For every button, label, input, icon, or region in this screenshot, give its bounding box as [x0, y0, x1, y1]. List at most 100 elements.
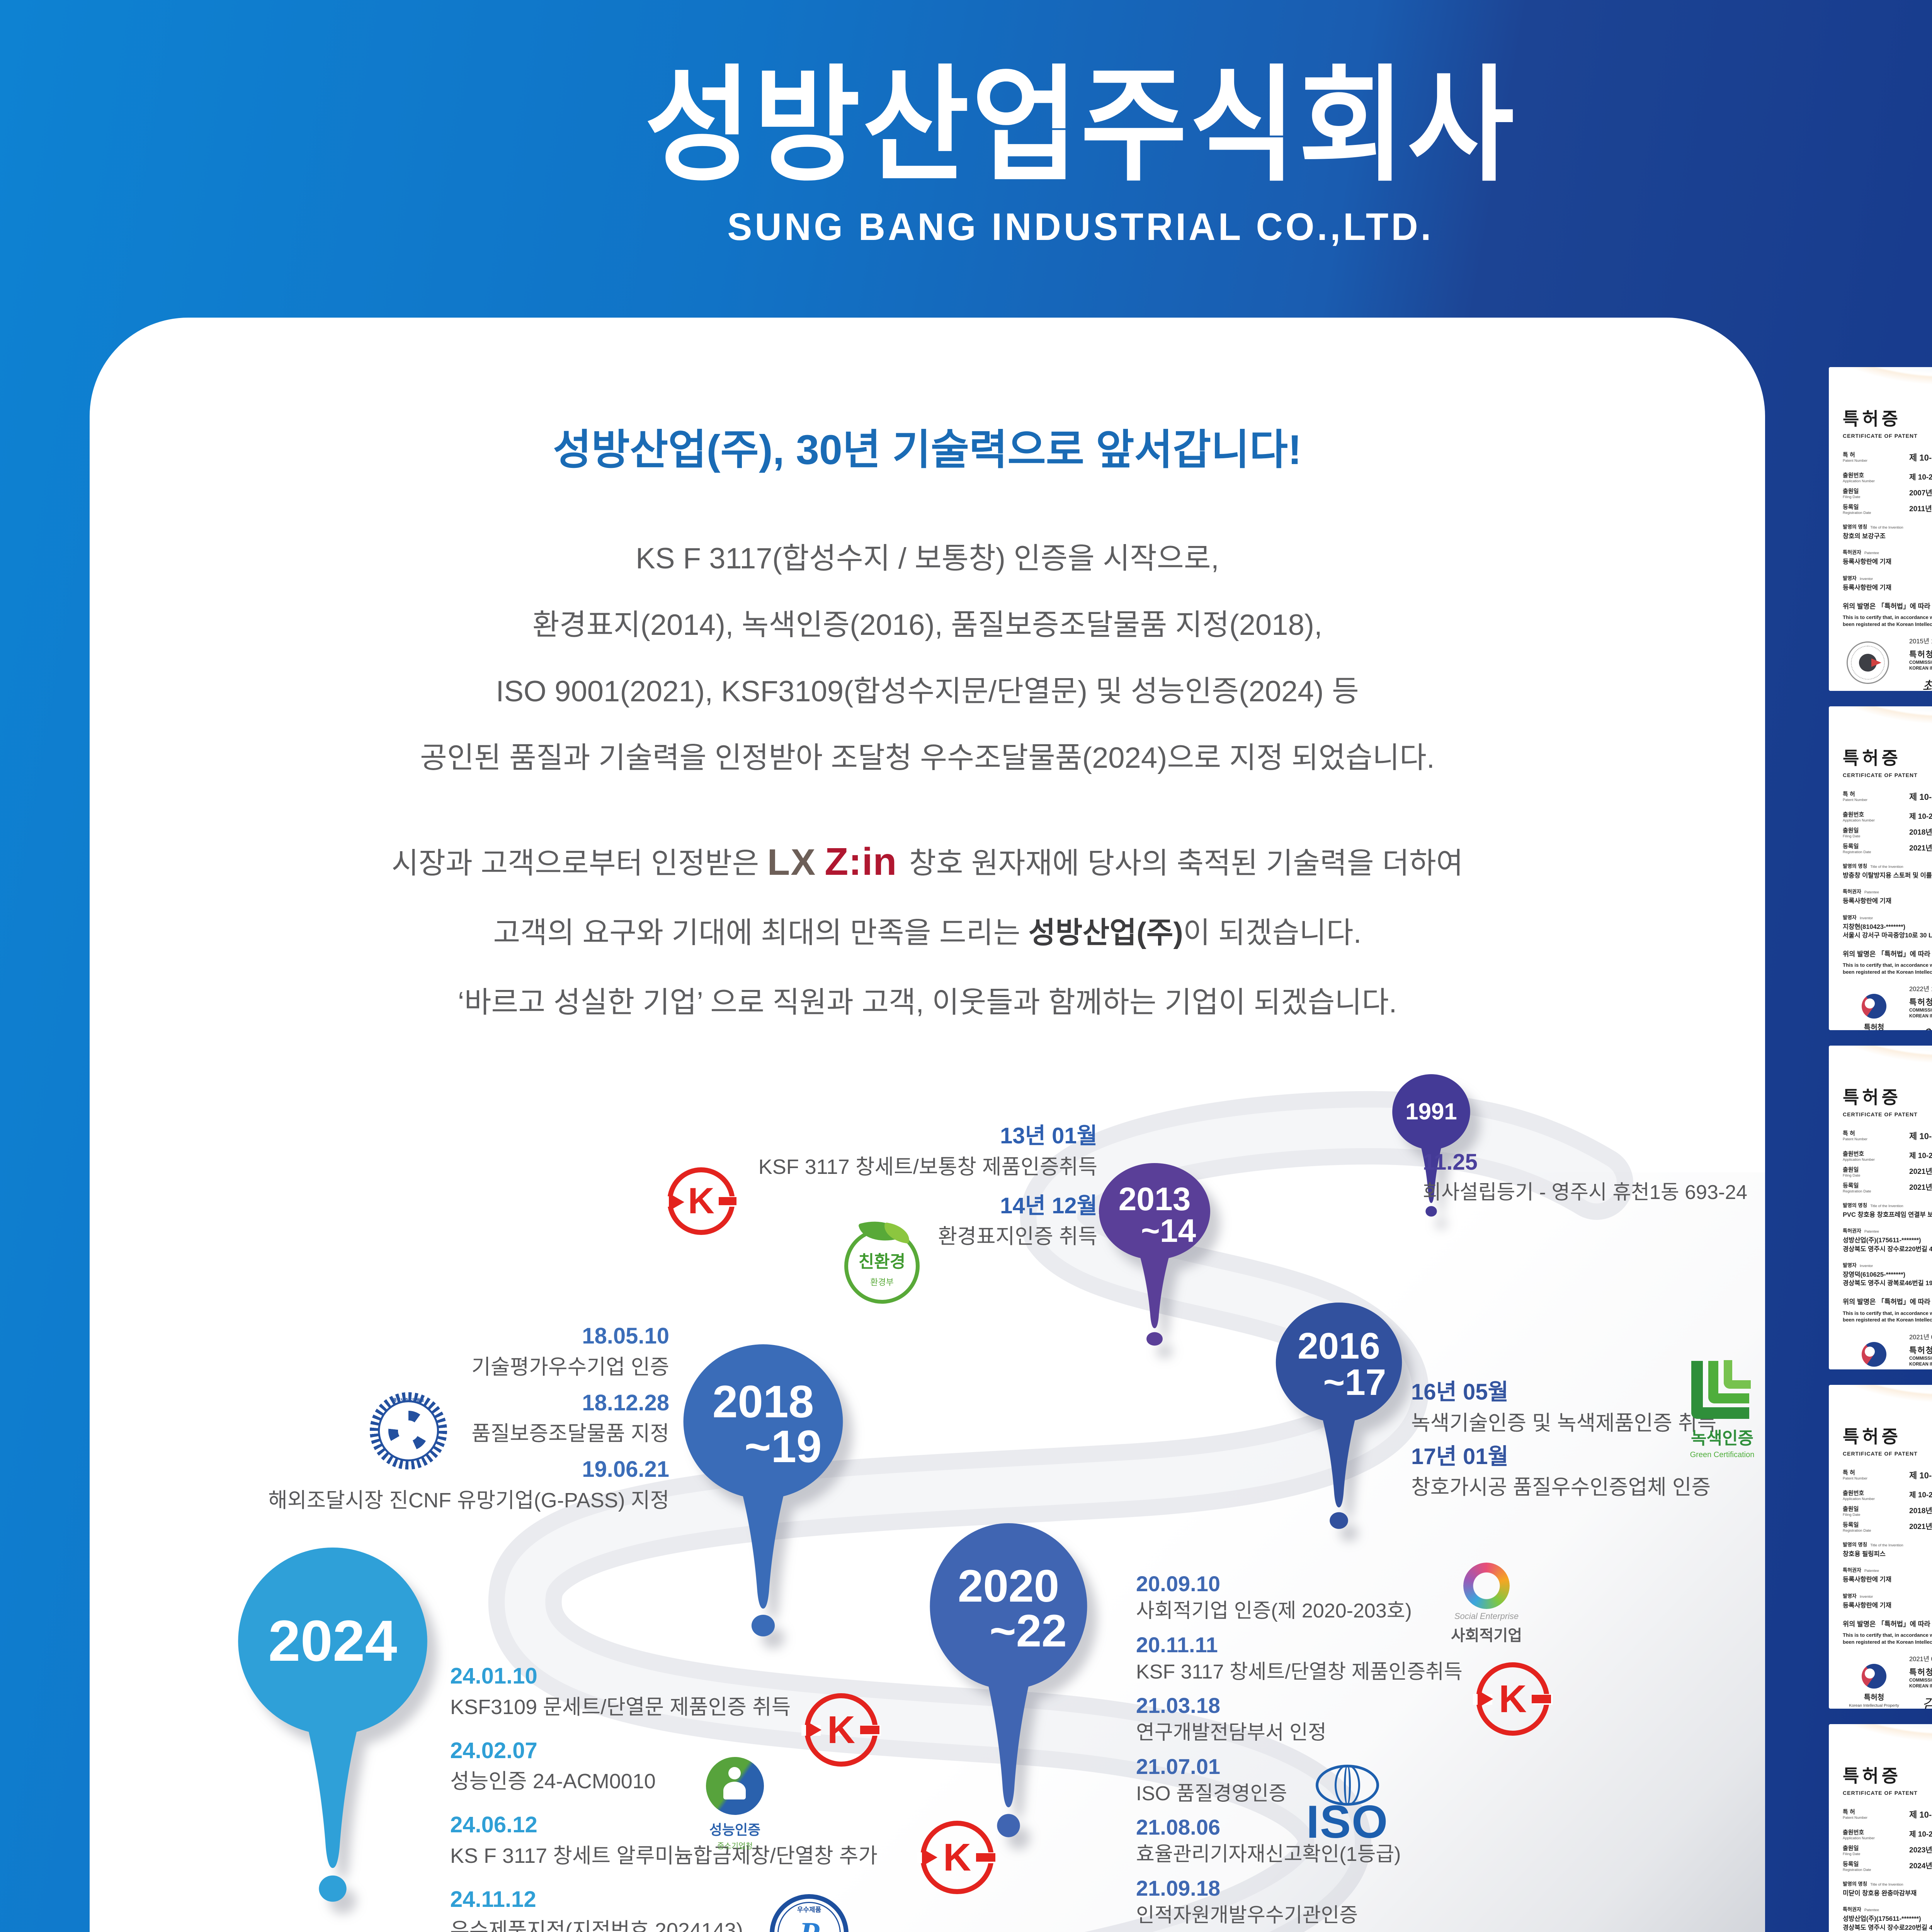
intro-p1-line1: KS F 3117(합성수지 / 보통창) 인증을 시작으로, — [636, 542, 1219, 575]
invention-title: PVC 창호용 창호프레임 연결부 보강시스템 — [1843, 1211, 1932, 1218]
inventor-value: 장영덕(610625-*******) 경상북도 영주시 광복로46번길 19,… — [1843, 1271, 1932, 1287]
entry-text: 녹색기술인증 및 녹색제품인증 취득 — [1411, 1411, 1717, 1435]
balloon-2020-22: 2020 ~22 — [927, 1523, 1090, 1855]
registration-date: 2021년 07월 30일 — [1909, 1523, 1932, 1531]
certificate-title: 특허증 — [1843, 748, 1901, 768]
kipo-taegeuk-icon — [1862, 1664, 1886, 1689]
kipo-emblem: 특허청 Korean Intellectual Property Office — [1845, 994, 1903, 1030]
certification-statement: 위의 발명은 「특허법」에 따라 특허원부에 등록되었음을 증명합니다. Thi… — [1843, 950, 1932, 975]
certificate-subtitle: CERTIFICATE OF PATENT — [1843, 1790, 1918, 1796]
certification-statement: 위의 발명은 「특허법」에 따라 특허등록원부에 등록되었음을 증명합니다. T… — [1843, 602, 1932, 627]
certificate-date: 2022년 12월 01일 — [1909, 986, 1932, 993]
iso-icon: ISO — [1289, 1765, 1405, 1845]
entry-date: 24.01.10 — [450, 1663, 537, 1689]
balloon-shape — [683, 1344, 843, 1636]
timeline-entry: 20.11.11 KSF 3117 창세트/단열창 제품인증취득 — [1136, 1631, 1716, 1685]
certificate-footer: 특허청 Korean Intellectual Property Office … — [1843, 636, 1932, 691]
balloon-shape — [1099, 1163, 1210, 1346]
timeline-entry: 21.03.18 연구개발전담부서 인정 — [1136, 1692, 1716, 1746]
intro-p1-line4: 공인된 품질과 기술력을 인정받아 조달청 우수조달물품(2024)으로 지정 … — [420, 742, 1435, 774]
kipo-taegeuk-icon — [1862, 994, 1886, 1019]
certification-statement: 위의 발명은 「특허법」에 따라 특허원부에 등록되었음을 증명합니다. Thi… — [1843, 1620, 1932, 1645]
entry-date: 21.07.01 — [1136, 1754, 1220, 1779]
entry-text: 기술평가우수기업 인증 — [471, 1355, 669, 1379]
certificate-title: 특허증 — [1843, 409, 1901, 429]
timeline-entry: 20.09.10 사회적기업 인증(제 2020-203호) — [1136, 1570, 1716, 1624]
commissioner-signature: 이 인 실 — [1922, 1023, 1932, 1030]
balloon-2013-14: 2013 ~14 — [1097, 1163, 1213, 1356]
commissioner-title-en: COMMISSIONER, KOREAN INTELLECTUAL PROPER… — [1909, 1356, 1932, 1367]
entry-date: 19.06.21 — [582, 1457, 669, 1482]
intro-paragraph-1: KS F 3117(합성수지 / 보통창) 인증을 시작으로, 환경표지(201… — [90, 526, 1765, 791]
commissioner-signature: 김 용 래 — [1922, 1693, 1932, 1709]
intro-p1-line2: 환경표지(2014), 녹색인증(2016), 품질보증조달물품 지정(2018… — [532, 609, 1323, 641]
patentee-value: 성방산업(주)(175611-*******) 경상북도 영주시 장수로220번… — [1843, 1237, 1932, 1253]
main-card: 성방산업(주), 30년 기술력으로 앞서갑니다! KS F 3117(합성수지… — [90, 318, 1765, 1932]
timeline-entry: 24.01.10 KSF3109 문세트/단열문 제품인증 취득 — [450, 1662, 1030, 1721]
milestone-2020-entries: 20.09.10 사회적기업 인증(제 2020-203호) 20.11.11 … — [1136, 1570, 1716, 1932]
balloon-2024: 2024 — [234, 1548, 431, 1922]
entry-text: KS F 3117 창세트 알루미늄합금제창/단열창 추가 — [450, 1844, 878, 1867]
kipo-round-seal-icon — [1847, 641, 1889, 684]
zin-logo: Z:in — [825, 840, 897, 883]
entry-date: 21.09.18 — [1136, 1876, 1220, 1900]
filing-date: 2023년 10월 12일 — [1909, 1846, 1932, 1854]
entry-text: ISO 품질경영인증 — [1136, 1782, 1287, 1805]
commissioner-title: 특허청장 — [1909, 998, 1932, 1007]
application-number: 제 10-2018-0019888 호 — [1909, 813, 1932, 821]
quality-assurance-seal-icon: 품질보증조달물품 — [370, 1392, 447, 1469]
entry-date: 17년 01월 — [1411, 1444, 1509, 1469]
lx-logo: LX — [767, 842, 816, 883]
balloon-shape — [930, 1523, 1087, 1837]
certificate-title: 특허증 — [1843, 1766, 1901, 1786]
milestone-2013-entries: 13년 01월 KSF 3117 창세트/보통창 제품인증취득 14년 12월 … — [634, 1122, 1097, 1262]
inventor-value: 등록사항란에 기재 — [1843, 1602, 1892, 1609]
ks-certification-icon: K — [665, 1167, 738, 1235]
timeline-entry: 18.05.10 기술평가우수기업 인증 — [144, 1322, 669, 1381]
certificate-date: 2021년 07월 30일 — [1909, 1656, 1932, 1663]
certificate-footer: 특허청 Korean Intellectual Property Office … — [1843, 984, 1932, 1030]
patent-number: 제 10-1051883 호 — [1909, 453, 1932, 463]
entry-text: KSF 3117 창세트/보통창 제품인증취득 — [758, 1155, 1097, 1179]
balloon-year: 2020 ~22 — [957, 1561, 1067, 1656]
entry-date: 18.12.28 — [582, 1390, 669, 1415]
balloon-shape — [1392, 1074, 1470, 1217]
timeline-entry: 24.02.07 성능인증 24-ACM0010 — [450, 1737, 1030, 1795]
milestone-2016-entries: 16년 05월 녹색기술인증 및 녹색제품인증 취득 17년 01월 창호가시공… — [1411, 1378, 1765, 1512]
entry-date: 24.11.12 — [450, 1887, 536, 1912]
entry-text: 성능인증 24-ACM0010 — [450, 1770, 656, 1793]
certificate-title: 특허증 — [1843, 1427, 1901, 1447]
kipo-taegeuk-icon — [1862, 1342, 1886, 1367]
timeline-entry: 13년 01월 KSF 3117 창세트/보통창 제품인증취득 — [634, 1122, 1097, 1180]
certificate-subtitle: CERTIFICATE OF PATENT — [1843, 1111, 1918, 1117]
milestone-2018-entries: 18.05.10 기술평가우수기업 인증 18.12.28 품질보증조달물품 지… — [144, 1322, 669, 1526]
milestone-2024-entries: 24.01.10 KSF3109 문세트/단열문 제품인증 취득 24.02.0… — [450, 1662, 1030, 1932]
application-number: 제 10-2007-0103223 호 — [1909, 473, 1932, 481]
registration-date: 2021년 01월 15일 — [1909, 844, 1932, 852]
filing-date: 2021년 01월 29일 — [1909, 1168, 1932, 1176]
balloon-2016-17: 2016 ~17 — [1273, 1303, 1405, 1542]
entry-date: 21.08.06 — [1136, 1815, 1220, 1840]
timeline-road-decoration — [488, 1091, 1633, 1932]
